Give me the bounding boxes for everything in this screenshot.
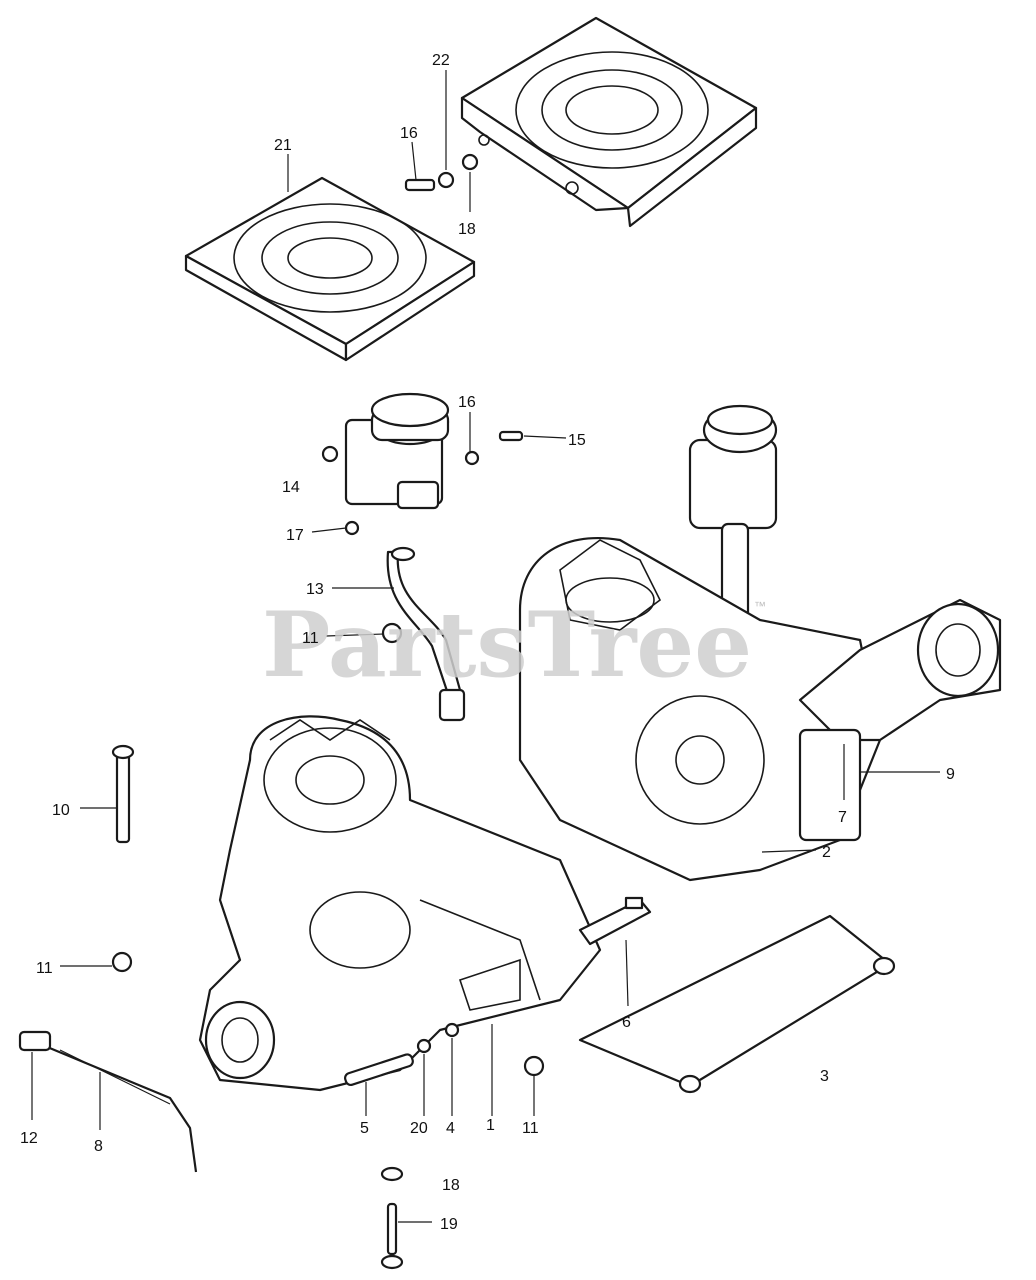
callout-5: 5 [360, 1120, 369, 1137]
transmission-right [518, 404, 1002, 882]
callout-15: 15 [568, 432, 586, 449]
callout-19: 19 [440, 1216, 458, 1233]
callout-20: 20 [410, 1120, 428, 1137]
callout-13: 13 [306, 581, 324, 598]
bolt-16-upper [404, 178, 436, 192]
callout-11: 11 [36, 960, 53, 977]
callout-17: 17 [286, 527, 304, 544]
callout-6: 6 [622, 1014, 631, 1031]
washer-4 [444, 1022, 460, 1038]
hose-13 [386, 546, 466, 722]
nut-11-left [111, 951, 133, 973]
callout-14: 14 [282, 479, 300, 496]
nut-18-upper [461, 153, 479, 171]
callout-11: 11 [302, 630, 319, 647]
callout-22: 22 [432, 52, 450, 69]
reservoir-14 [321, 392, 450, 510]
bolt-10 [111, 744, 135, 844]
callout-16: 16 [400, 125, 418, 142]
callout-1: 1 [486, 1117, 495, 1134]
callout-9: 9 [946, 766, 955, 783]
nut-11-lower [523, 1055, 545, 1077]
watermark-text: PartsTree [262, 592, 752, 698]
washer-22 [437, 171, 455, 189]
clamp-17 [344, 520, 360, 536]
callout-4: 4 [446, 1120, 455, 1137]
bolt-19 [380, 1202, 404, 1270]
callout-10: 10 [52, 802, 70, 819]
bracket-6 [578, 896, 652, 946]
callout-16: 16 [458, 394, 476, 411]
callout-8: 8 [94, 1138, 103, 1155]
transmission-left [198, 715, 602, 1092]
pin-5 [344, 1053, 414, 1087]
callout-3: 3 [820, 1068, 829, 1085]
washer-16-mid [464, 450, 480, 466]
screw-15 [498, 430, 524, 442]
callout-12: 12 [20, 1130, 38, 1147]
callout-labels: 22 16 21 18 16 15 14 17 13 11 10 9 7 2 1… [20, 52, 955, 1233]
callout-11: 11 [522, 1120, 539, 1137]
washer-18-lower [380, 1166, 404, 1182]
callout-21: 21 [274, 137, 292, 154]
washer-20 [416, 1038, 432, 1054]
bar-3 [578, 914, 896, 1094]
cooling-plate-left [184, 176, 476, 362]
cooling-plate-right [460, 16, 758, 228]
callout-2: 2 [822, 844, 831, 861]
rod-8 [39, 1042, 198, 1173]
leader-lines [31, 70, 940, 1223]
clip-12 [18, 1030, 52, 1052]
callout-7: 7 [838, 809, 847, 826]
nut-11-upper [381, 622, 403, 644]
callout-18: 18 [442, 1177, 460, 1194]
callout-18: 18 [458, 221, 476, 238]
watermark-trademark: ™ [754, 599, 766, 613]
